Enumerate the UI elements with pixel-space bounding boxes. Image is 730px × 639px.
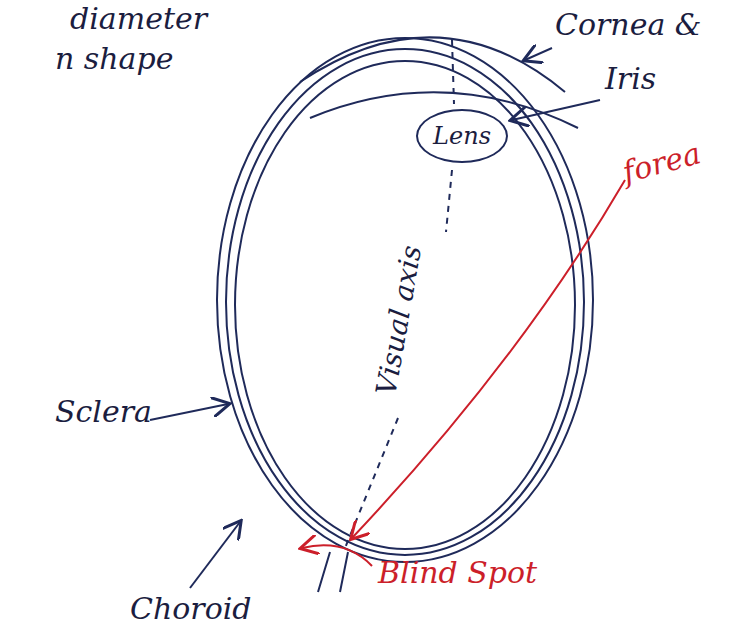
part-label: Blind Spot bbox=[378, 556, 537, 589]
part-label: Iris bbox=[605, 62, 656, 95]
lens-oval: Lens bbox=[416, 109, 508, 163]
sclera-leader bbox=[150, 404, 228, 420]
part-label: Cornea & bbox=[555, 8, 702, 41]
note-text: diameter bbox=[70, 2, 207, 35]
optic-nerve bbox=[318, 552, 348, 592]
cornea-leader bbox=[525, 48, 552, 60]
part-label: Sclera bbox=[55, 395, 152, 428]
fovea-leader bbox=[352, 180, 625, 538]
iris-leader bbox=[512, 100, 600, 120]
choroid-leader bbox=[190, 522, 240, 588]
lens-label: Lens bbox=[433, 122, 491, 150]
axis-label: Visual axis bbox=[372, 243, 429, 398]
part-label: forea bbox=[619, 136, 704, 188]
part-label: Choroid bbox=[130, 592, 252, 625]
cornea-bulge bbox=[300, 37, 565, 92]
note-text: n shape bbox=[55, 42, 173, 75]
blind-spot-leader bbox=[302, 545, 372, 566]
retina-outline bbox=[235, 61, 575, 549]
sclera-outline bbox=[217, 38, 593, 562]
